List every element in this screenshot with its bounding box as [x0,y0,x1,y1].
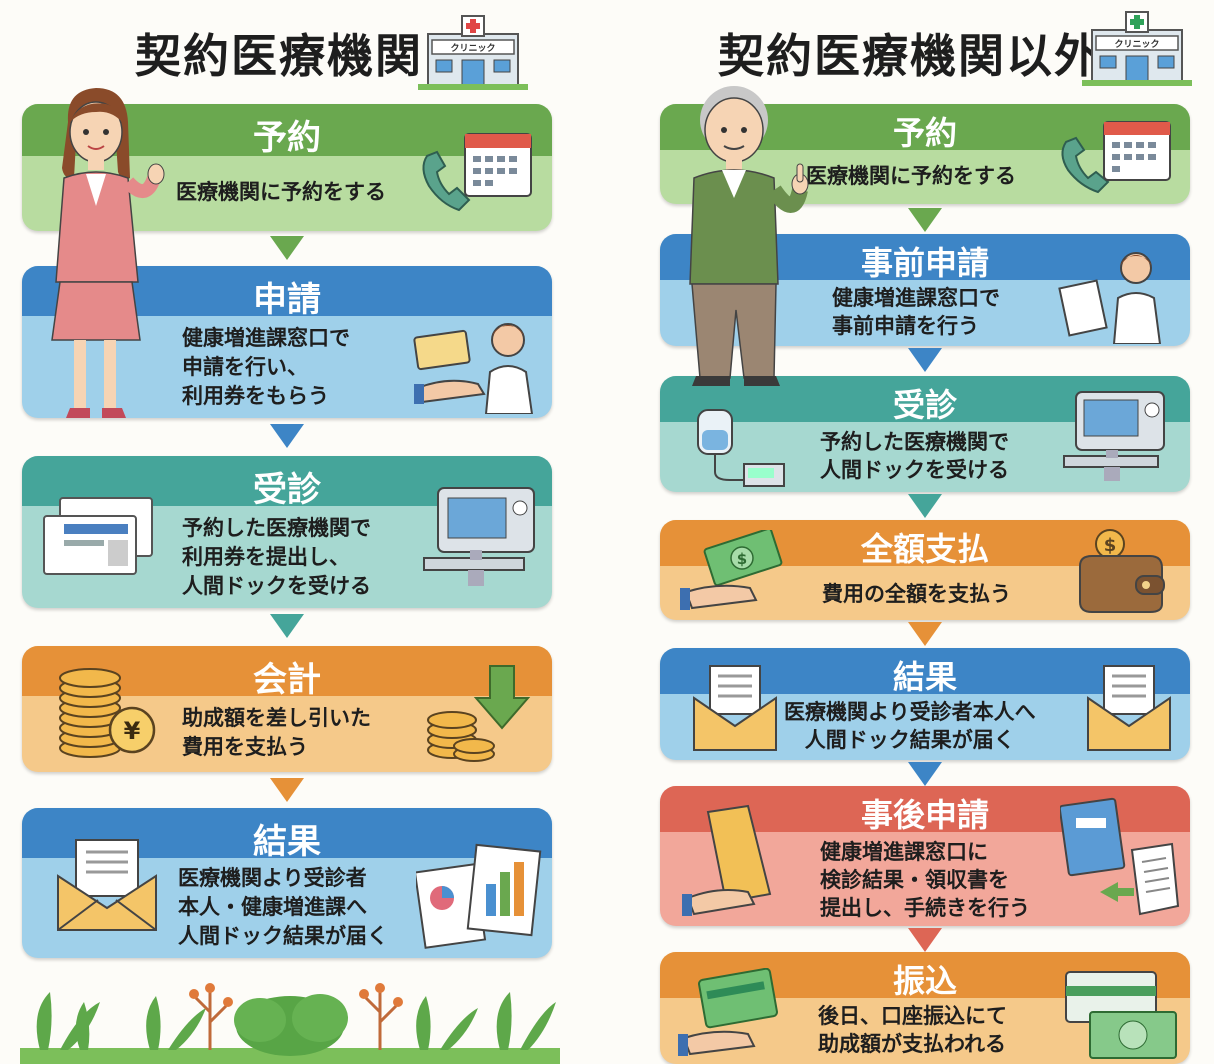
staff-handing-card-icon [413,323,534,414]
left-step-result-title: 結果 [253,822,321,862]
bankbook-cash-icon [1065,971,1177,1059]
left-step-reserve-body: 医療機関に予約をする [176,180,386,204]
left-step-exam-title: 受診 [253,470,321,510]
right-step-postapply-body: 健康増進課窓口に 検診結果・領収書を 提出し、手続きを行う [820,840,1030,920]
yen-symbol: ¥ [124,717,141,745]
envelope-letter-icon [693,665,777,751]
iv-monitor-icon [697,409,785,487]
envelope-letter-icon [57,839,157,931]
right-step-transfer-card: 振込 後日、口座振込にて 助成額が支払われる [660,952,1190,1064]
svg-text:クリニック: クリニック [1114,39,1159,50]
right-arrow-3 [908,494,942,518]
svg-text:クリニック: クリニック [450,43,495,54]
right-step-transfer-body: 後日、口座振込にて 助成額が支払われる [818,1004,1007,1056]
right-title: 契約医療機関以外 [718,29,1102,83]
right-arrow-4 [908,622,942,646]
right-arrow-1 [908,208,942,232]
right-step-fullpay-body: 費用の全額を支払う [822,582,1011,606]
medical-scanner-icon [1063,391,1165,481]
yen-coins-icon: ¥ [59,668,156,758]
right-step-exam-body: 予約した医療機関で 人間ドックを受ける [820,430,1009,482]
right-arrow-2 [908,348,942,372]
right-step-fullpay-title: 全額支払 [860,530,989,568]
left-title: 契約医療機関 [135,29,423,83]
left-arrow-4 [270,778,304,802]
report-charts-icon [416,843,542,949]
right-arrow-5 [908,762,942,786]
right-step-transfer-title: 振込 [892,962,957,1000]
voucher-tickets-icon [43,497,153,575]
right-step-reserve-body: 医療機関に予約をする [806,164,1016,188]
right-step-fullpay-card: 全額支払 費用の全額を支払う $ $ [660,520,1190,620]
left-arrow-2 [270,424,304,448]
woman-guide-illustration [51,88,165,418]
svg-text:$: $ [1104,535,1117,556]
left-step-payment-title: 会計 [253,660,321,700]
elderly-man-illustration [689,86,809,386]
left-step-exam-body: 予約した医療機関で 利用券を提出し、 人間ドックを受ける [182,516,371,598]
envelope-letter-icon [1087,665,1171,751]
left-step-exam-card: 受診 予約した医療機関で 利用券を提出し、 人間ドックを受ける [22,456,552,608]
right-step-result-card: 結果 医療機関より受診者本人へ 人間ドック結果が届く [660,648,1190,760]
phone-calendar-icon [422,133,532,212]
hand-bankbook-icon [678,968,778,1056]
left-step-apply-title: 申請 [253,280,321,320]
right-step-preapply-title: 事前申請 [860,244,989,282]
right-step-postapply-card: 事後申請 健康増進課窓口に 検診結果・領収書を 提出し、手続きを行う [660,786,1190,926]
dollar-symbol: $ [737,550,747,568]
right-step-result-title: 結果 [892,658,957,696]
right-step-result-body: 医療機関より受診者本人へ 人間ドック結果が届く [784,700,1036,752]
wallet-coin-icon: $ [1079,529,1165,613]
phone-calendar-icon [1061,121,1171,194]
right-step-reserve-title: 予約 [892,114,957,152]
left-step-payment-card: 会計 助成額を差し引いた 費用を支払う ¥ [22,646,552,772]
left-arrow-1 [270,236,304,260]
hand-banknote-icon: $ [680,530,783,610]
left-step-reserve-title: 予約 [253,118,321,158]
right-step-exam-card: 受診 予約した医療機関で 人間ドックを受ける [660,376,1190,492]
right-arrow-6 [908,928,942,952]
plants-decoration [20,983,560,1064]
right-step-postapply-title: 事後申請 [860,796,989,834]
right-step-preapply-body: 健康増進課窓口で 事前申請を行う [832,286,1000,338]
left-step-payment-body: 助成額を差し引いた 費用を支払う [182,706,371,759]
clinic-building-icon: クリニック [1082,11,1192,86]
left-step-apply-body: 健康増進課窓口で 申請を行い、 利用券をもらう [182,326,350,408]
left-arrow-3 [270,614,304,638]
clinic-building-icon: クリニック [418,15,528,90]
hand-folder-icon [682,804,772,916]
staff-with-document-icon [1058,252,1162,344]
notebook-receipt-icon [1060,797,1180,916]
left-step-result-card: 結果 医療機関より受診者 本人・健康増進課へ 人間ドック結果が届く [22,808,552,958]
medical-scanner-icon [423,487,535,586]
coins-down-arrow-icon [427,665,531,762]
left-step-result-body: 医療機関より受診者 本人・健康増進課へ 人間ドック結果が届く [178,866,388,948]
right-step-exam-title: 受診 [892,386,957,424]
